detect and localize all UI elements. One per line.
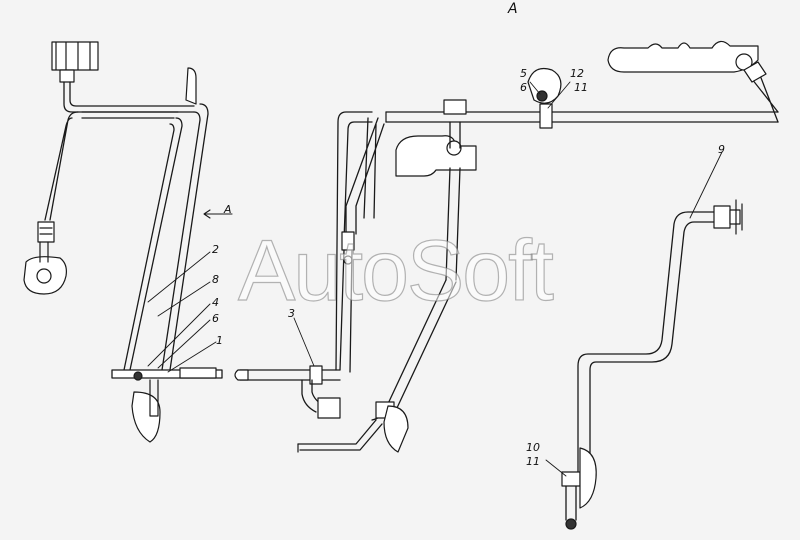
callout-6-left: 6	[212, 312, 219, 325]
callout-12: 12	[570, 67, 584, 80]
left-boss	[23, 256, 67, 295]
left-top-fitting	[59, 69, 75, 83]
callout-4: 4	[212, 296, 219, 309]
leader-2	[147, 251, 211, 303]
left-lower-fitting	[37, 221, 55, 243]
right-bottom-shield	[579, 447, 597, 509]
center-valve-body	[395, 135, 477, 177]
frame-pipe-outer	[161, 103, 209, 371]
callout-8: 8	[212, 273, 219, 286]
frame-pipe-inner	[123, 117, 183, 371]
boss-5-6	[527, 67, 562, 104]
left-bracket-plate	[185, 67, 197, 105]
callout-10: 10	[526, 441, 540, 454]
callout-3: 3	[288, 307, 295, 320]
center-column-nut	[343, 255, 353, 265]
left-top-valve	[51, 41, 99, 71]
center-tee	[443, 99, 467, 115]
leader-9	[689, 151, 723, 219]
leader-3	[293, 317, 315, 367]
top-pipe-clamp	[539, 103, 553, 129]
top-right-valve-fitting	[743, 61, 767, 83]
callout-1: 1	[216, 334, 223, 347]
left-lower-shield	[131, 391, 161, 443]
top-right-valve-block	[607, 40, 759, 73]
clamp-3	[309, 365, 323, 385]
callout-11-top: 11	[574, 81, 588, 94]
leader-6	[157, 319, 211, 369]
center-lower-mount	[317, 397, 341, 419]
center-column-lower	[339, 249, 353, 373]
center-drop-pipe	[445, 121, 461, 281]
right-pipe-assembly	[545, 151, 743, 530]
right-bottom-clamp	[561, 471, 581, 487]
left-boss-stub	[39, 241, 49, 263]
center-lower-return	[297, 419, 383, 451]
right-pipe-top	[577, 211, 719, 477]
clamp-3-left-end	[234, 369, 249, 381]
leader-5-6	[529, 81, 541, 95]
view-arrow-label: A	[224, 203, 232, 216]
callout-2: 2	[212, 243, 219, 256]
leader-10-11	[545, 459, 567, 477]
view-label: A	[508, 1, 518, 17]
leader-1	[167, 341, 217, 373]
center-left-column	[335, 111, 373, 371]
callout-5: 5	[520, 67, 527, 80]
center-lower-shield	[383, 405, 409, 453]
bottom-clamp-bolt	[133, 371, 143, 381]
leader-4	[147, 303, 211, 367]
right-bottom-cap	[565, 518, 577, 530]
bottom-clamp-tube	[179, 367, 217, 379]
clamp-3-pipe	[239, 369, 341, 381]
center-slant-pipe	[345, 117, 385, 235]
center-valve-port	[446, 140, 462, 156]
leader-12-11	[547, 81, 571, 109]
left-boss-hole	[36, 268, 52, 284]
watermark: AutoSoft	[237, 223, 554, 319]
left-diagonal-pipe	[44, 111, 79, 221]
view-arrow	[203, 209, 233, 219]
right-top-stud	[729, 199, 743, 235]
left-pipe-assembly	[23, 41, 233, 443]
leader-8	[157, 281, 211, 317]
callout-11-bottom: 11	[526, 455, 540, 468]
left-feed-pipe	[63, 81, 195, 113]
callout-9: 9	[718, 143, 725, 156]
callout-6-right: 6	[520, 81, 527, 94]
right-top-fitting	[713, 205, 731, 229]
center-pipe-assembly	[234, 40, 779, 453]
left-lower-bracket	[149, 379, 159, 417]
center-column-fitting	[341, 231, 355, 251]
frame-cross-pipe	[81, 111, 179, 119]
